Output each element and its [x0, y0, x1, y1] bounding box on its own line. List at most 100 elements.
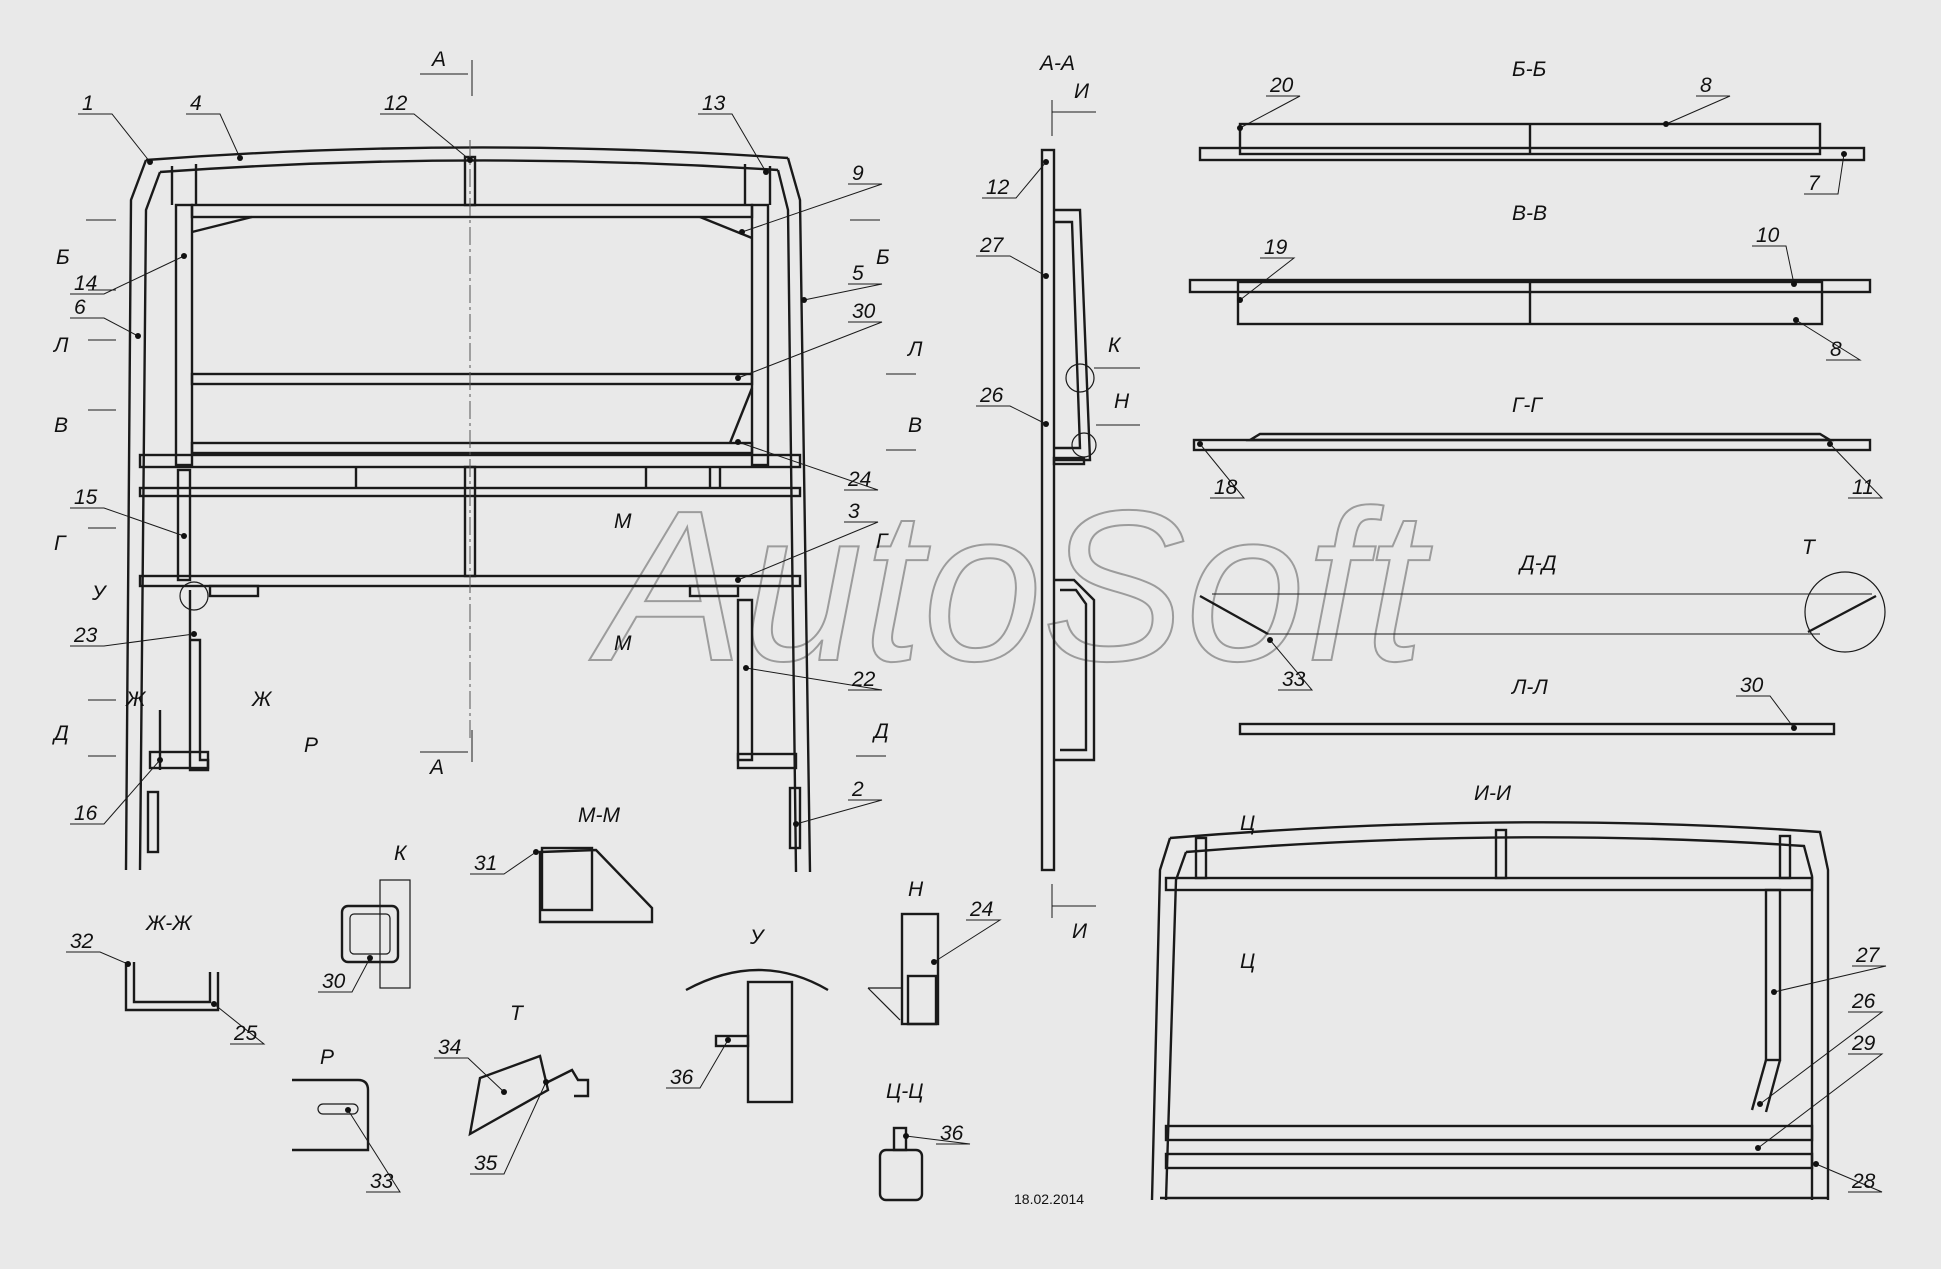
callout-number: 34 — [438, 1036, 461, 1059]
right-foot — [788, 786, 802, 850]
leader-line — [933, 919, 1002, 963]
detail-u-bolt — [714, 1034, 750, 1048]
leader-dot — [801, 297, 807, 303]
leader-line — [1239, 257, 1296, 301]
cut-arrow-I1 — [1051, 100, 1096, 136]
cut-arrow-A2 — [420, 730, 473, 762]
leader-dot — [181, 253, 187, 259]
callout-c35: 35 — [470, 1079, 549, 1175]
callout-number: 33 — [370, 1170, 394, 1193]
leader-line — [1665, 95, 1731, 125]
callout-c8b: 8 — [1793, 317, 1862, 361]
callout-number: 15 — [74, 486, 98, 509]
callout-c13: 13 — [698, 92, 769, 175]
leader-line — [1269, 639, 1314, 691]
front-view — [124, 140, 812, 873]
section-mark-mM2: М — [614, 632, 632, 655]
left-step — [188, 590, 210, 772]
callout-number: 4 — [190, 92, 202, 115]
rail-mid — [190, 372, 754, 386]
leader-dot — [135, 333, 141, 339]
side-post — [1040, 148, 1056, 872]
section-mark-mU: У — [91, 582, 108, 605]
leader-dot — [1771, 989, 1777, 995]
ii-inner — [1185, 836, 1814, 1200]
section-mark-mL1: Л — [52, 334, 69, 357]
side-upper-panel-inner — [1054, 220, 1082, 450]
callout-number: 24 — [969, 898, 993, 921]
callout-c30b: 30 — [1736, 674, 1797, 731]
leader-dot — [543, 1079, 549, 1085]
callout-number: 20 — [1269, 74, 1294, 97]
callout-number: 10 — [1756, 224, 1780, 247]
gg-top — [1245, 432, 1835, 442]
detail-u-arc — [685, 968, 829, 992]
callout-number: 12 — [986, 176, 1010, 199]
callout-c3: 3 — [735, 500, 879, 583]
ii-belt — [1164, 1124, 1814, 1142]
leader-dot — [735, 439, 741, 445]
section-BB — [1198, 122, 1866, 162]
callout-number: 9 — [852, 162, 864, 185]
leader-dot — [763, 169, 769, 175]
callout-number: 16 — [74, 802, 98, 825]
leader-line — [70, 633, 195, 647]
leader-line — [186, 113, 241, 159]
callout-c12b: 12 — [982, 159, 1049, 199]
callout-c24b: 24 — [931, 898, 1002, 965]
side-rail — [1052, 456, 1086, 466]
detail-n-hatch — [867, 987, 902, 1021]
detail-circle-U — [179, 581, 209, 611]
callout-c22: 22 — [743, 665, 883, 691]
callout-number: 18 — [1214, 476, 1238, 499]
leader-dot — [735, 375, 741, 381]
callout-number: 29 — [1851, 1032, 1876, 1055]
cut-arrow-I2 — [1051, 884, 1096, 918]
leader-line — [737, 321, 883, 379]
callout-c33b: 33 — [345, 1107, 401, 1193]
leader-dot — [1267, 637, 1273, 643]
section-mark-mB1: Б — [56, 246, 70, 269]
left-outer-post — [124, 159, 148, 871]
callout-number: 30 — [852, 300, 876, 323]
callout-c24a: 24 — [735, 439, 879, 491]
section-mark-mI2: И — [1072, 920, 1088, 943]
callout-number: 1 — [82, 92, 94, 115]
ii-inner-left — [1164, 851, 1188, 1201]
callout-number: 32 — [70, 930, 94, 953]
callout-number: 28 — [1851, 1170, 1876, 1193]
leader-line — [737, 521, 879, 581]
section-title-tU: У — [749, 926, 766, 949]
leader-dot — [191, 631, 197, 637]
callout-c32: 32 — [66, 930, 131, 967]
rail-lower — [190, 441, 754, 455]
section-arrows — [86, 60, 1096, 918]
leader-line — [803, 283, 883, 301]
leader-dot — [793, 821, 799, 827]
leader-dot — [739, 229, 745, 235]
drawing-date: 18.02.2014 — [1014, 1191, 1084, 1207]
left-inner-post — [174, 203, 194, 467]
leader-dot — [147, 159, 153, 165]
section-title-tT: Т — [510, 1002, 525, 1025]
section-mark-mZh1: Ж — [125, 688, 147, 711]
callout-c30c: 30 — [318, 955, 373, 993]
callout-number: 12 — [384, 92, 408, 115]
rail-top — [190, 203, 754, 219]
leader-line — [434, 1057, 505, 1093]
section-mark-mA1: А — [430, 48, 446, 71]
leader-dot — [501, 1089, 507, 1095]
right-outer-post-inner — [776, 169, 798, 873]
leader-dot — [931, 959, 937, 965]
roof-arc — [145, 146, 789, 162]
leader-line — [976, 405, 1047, 425]
leader-line — [1829, 443, 1884, 499]
callout-c36b: 36 — [903, 1122, 971, 1145]
leader-dot — [533, 849, 539, 855]
leader-line — [1752, 245, 1795, 285]
section-mark-mD1: Д — [52, 722, 69, 745]
leader-line — [905, 1135, 971, 1145]
leader-dot — [903, 1133, 909, 1139]
floor-bracket — [688, 584, 740, 598]
ii-top-rail — [1164, 876, 1814, 892]
